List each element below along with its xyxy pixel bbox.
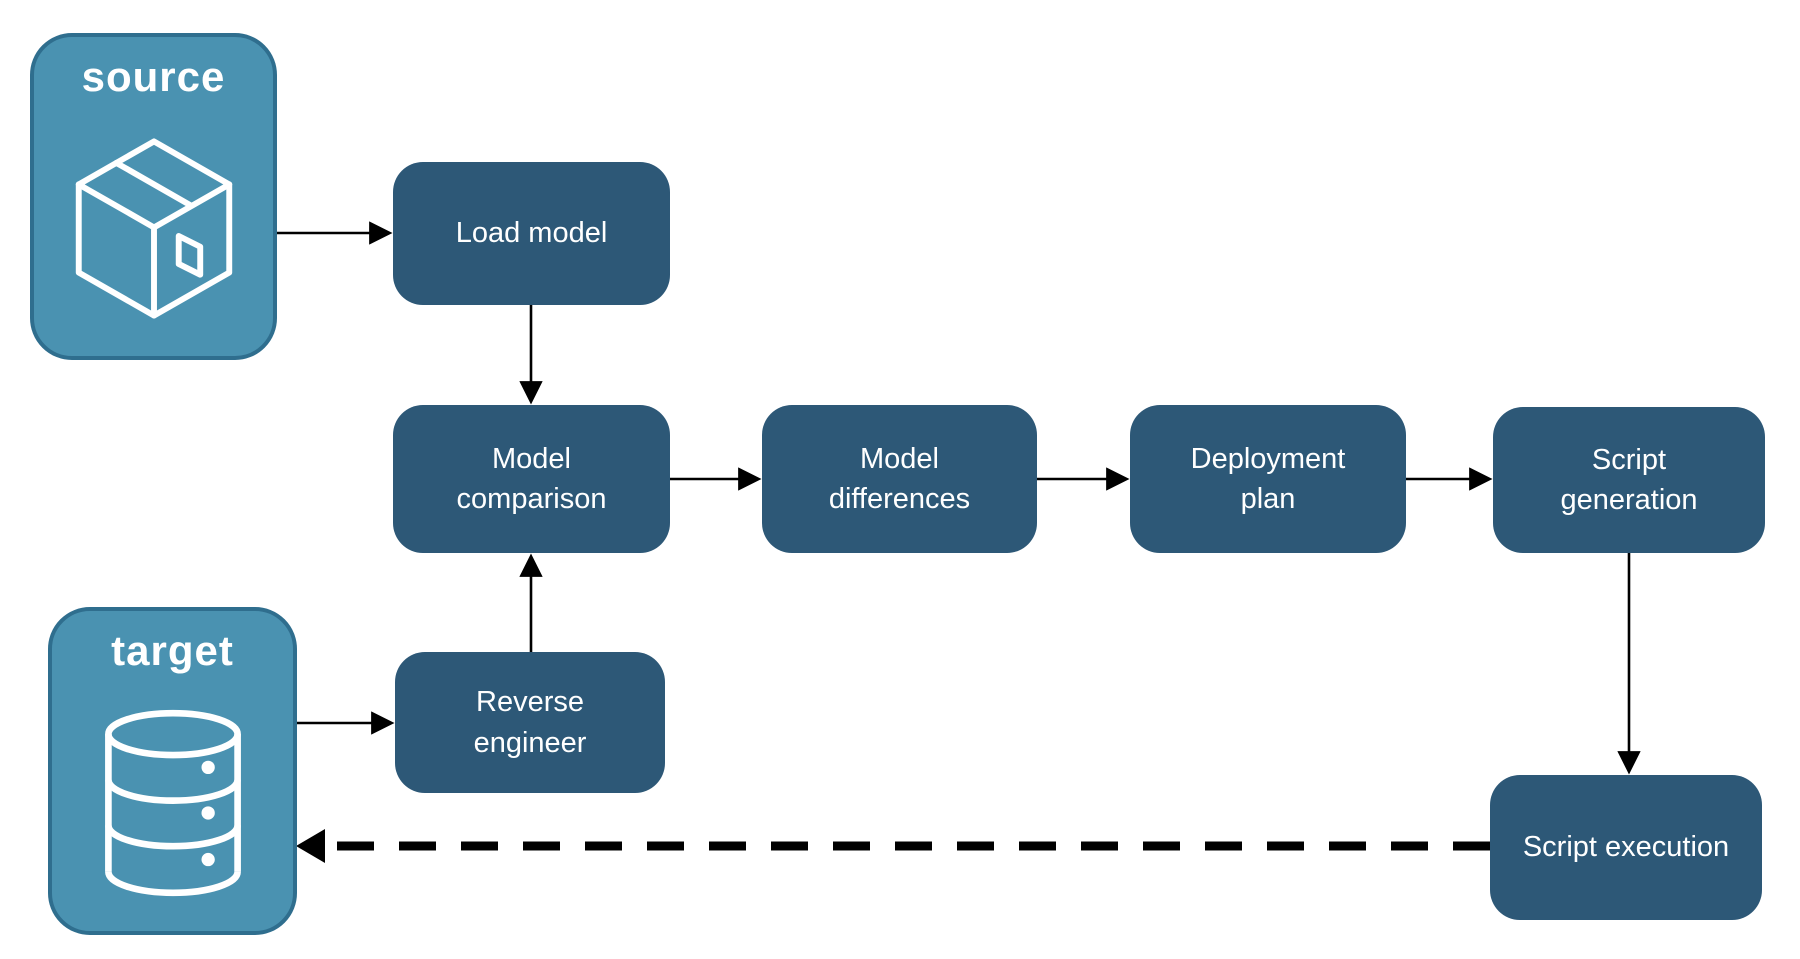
node-model-differences: Model differences [762,405,1037,553]
node-label: Script execution [1522,831,1730,864]
target-icon-wrap [52,675,293,931]
node-label: Model comparison [456,442,607,515]
source-icon-wrap [34,101,273,356]
node-label: Model differences [828,442,971,515]
source-title: source [81,53,226,100]
node-reverse-engineer: Reverse engineer [395,652,665,793]
package-icon [75,137,232,318]
node-label: Load model [455,217,608,250]
node-label: Script generation [1560,443,1698,516]
endpoint-source: source [30,33,277,360]
node-deployment-plan: Deployment plan [1130,405,1406,553]
node-model-comparison: Model comparison [393,405,670,553]
target-title: target [111,627,234,674]
node-script-execution: Script execution [1490,775,1762,920]
endpoint-target: target [48,607,297,935]
database-icon [104,709,241,897]
node-label: Deployment plan [1190,442,1346,515]
node-load-model: Load model [393,162,670,305]
node-script-generation: Script generation [1493,407,1765,553]
arrow-script-execution-to-target-dashed [296,829,1490,863]
node-label: Reverse engineer [473,686,587,759]
